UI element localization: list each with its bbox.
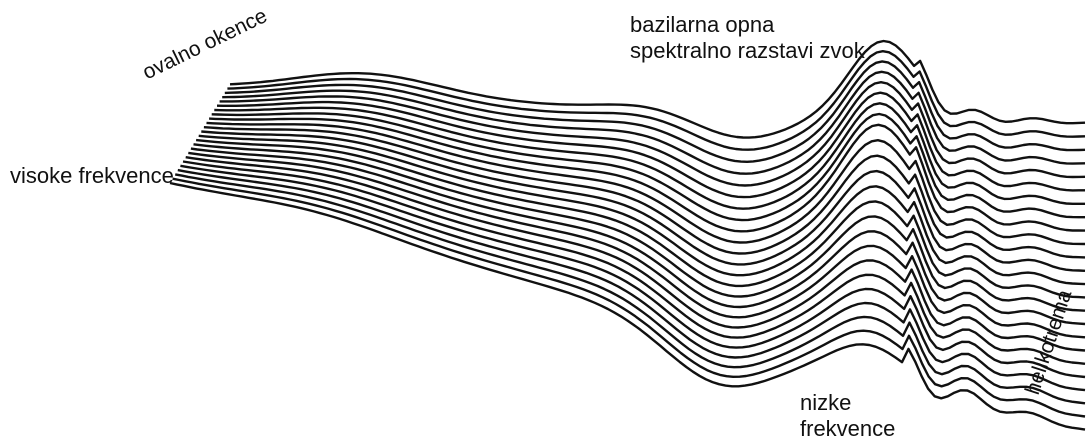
title-label: bazilarna opna spektralno razstavi zvok [630, 12, 865, 64]
membrane-line [180, 166, 1085, 377]
membrane-line [175, 174, 1085, 403]
low-frequencies-label: nizke frekvence [800, 390, 895, 442]
membrane-line [170, 183, 1085, 430]
membrane-line [178, 170, 1085, 390]
low-frequencies-line-2: frekvence [800, 416, 895, 442]
low-frequencies-line-1: nizke [800, 390, 895, 416]
membrane-line [201, 132, 1085, 271]
membrane-line [204, 127, 1085, 257]
title-line-1: bazilarna opna [630, 12, 865, 38]
membrane-line [173, 179, 1085, 417]
title-line-2: spektralno razstavi zvok [630, 38, 865, 64]
high-frequencies-label: visoke frekvence [10, 163, 174, 189]
membrane-line [225, 61, 1085, 161]
